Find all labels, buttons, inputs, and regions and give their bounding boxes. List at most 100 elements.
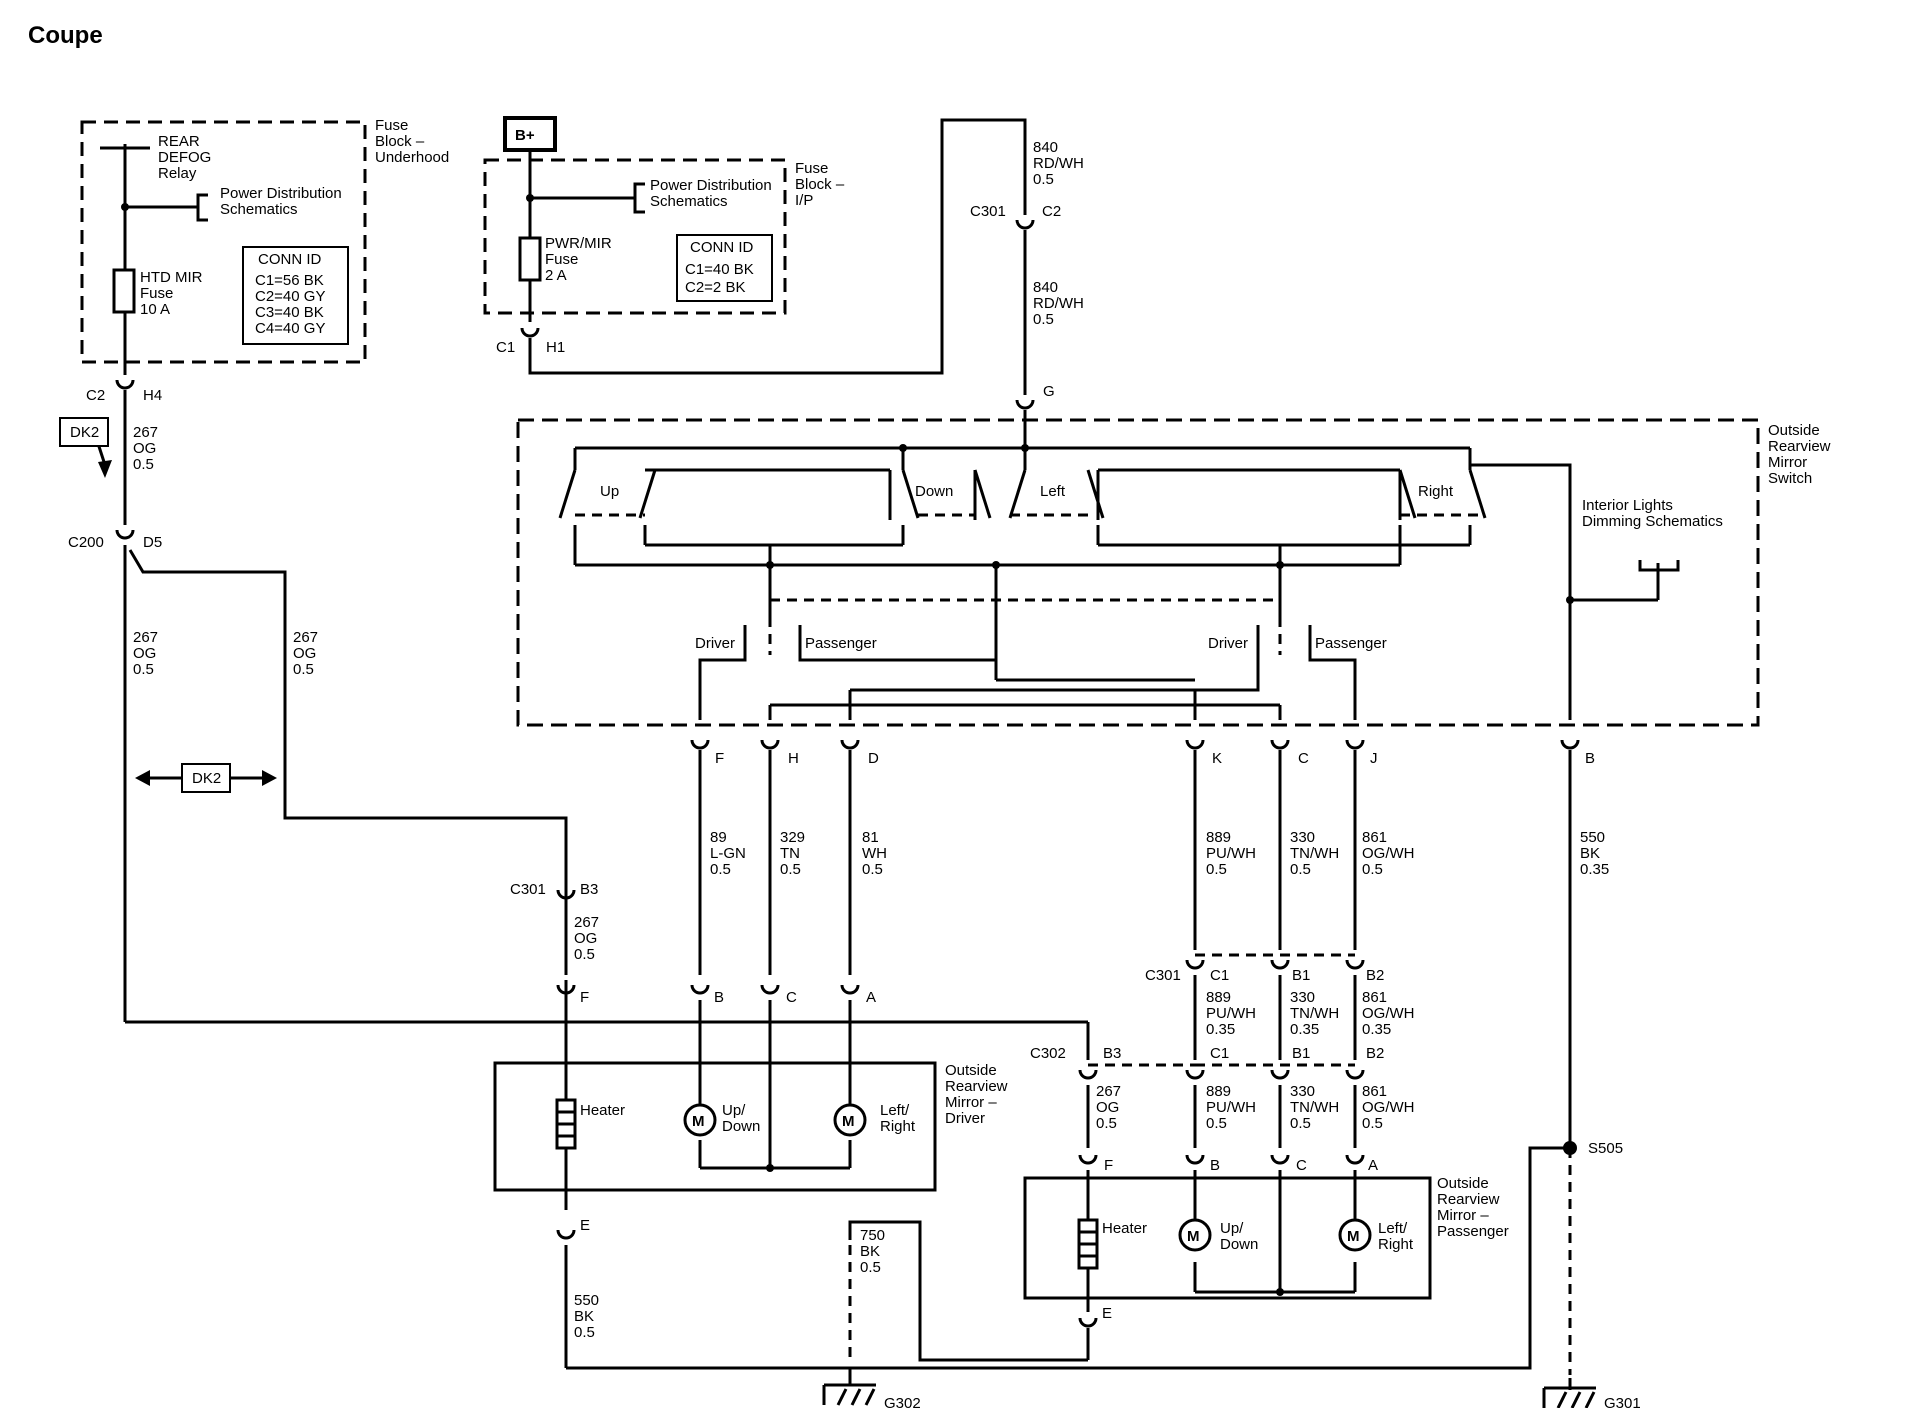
wire-label: 0.5 — [1033, 311, 1054, 328]
dimming-schematics-label: Dimming Schematics — [1582, 513, 1723, 530]
wire-label: 0.35 — [1362, 1021, 1391, 1038]
wire-label: 550 — [574, 1292, 599, 1309]
fuse-label: 10 A — [140, 301, 170, 318]
page-title: Coupe — [28, 22, 103, 49]
conn-id-row: C2=40 GY — [255, 288, 325, 305]
conn-id-title: CONN ID — [690, 239, 754, 256]
conn-id-row: C2=2 BK — [685, 279, 745, 296]
switch-name: Rearview — [1768, 438, 1831, 455]
connector-label: C2 — [86, 387, 105, 404]
connector-label: C2 — [1042, 203, 1061, 220]
conn-id-row: C1=40 BK — [685, 261, 754, 278]
relay-label: DEFOG — [158, 149, 211, 166]
mirror-driver-name: Driver — [945, 1110, 985, 1127]
connector-label: C301 — [510, 881, 546, 898]
fuse-block-ip-name: Block – — [795, 176, 845, 193]
heater-icon — [555, 1098, 1099, 1270]
wire-label: RD/WH — [1033, 155, 1084, 172]
pin-label: C — [786, 989, 797, 1006]
fuse-block-underhood-box — [80, 120, 367, 364]
wire-label: 750 — [860, 1227, 885, 1244]
wire-label: PU/WH — [1206, 1005, 1256, 1022]
wire-label: TN/WH — [1290, 845, 1339, 862]
svg-text:Fuse: Fuse — [375, 117, 408, 134]
wire-label: 0.5 — [862, 861, 883, 878]
wire-label: 0.5 — [1290, 1115, 1311, 1132]
mirror-passenger-name: Passenger — [1437, 1223, 1509, 1240]
connector-label: C302 — [1030, 1045, 1066, 1062]
wire-label: 0.5 — [133, 661, 154, 678]
connector-label: H1 — [546, 339, 565, 356]
conn-id-box-underhood — [242, 246, 349, 345]
switch-passenger-label: Passenger — [1315, 635, 1387, 652]
pin-label: C1 — [1210, 1045, 1229, 1062]
wire-label: 0.5 — [780, 861, 801, 878]
conn-id-row: C1=56 BK — [255, 272, 324, 289]
pin-label: A — [866, 989, 876, 1006]
switch-driver-label: Driver — [695, 635, 735, 652]
mirror-passenger-box — [1023, 1176, 1432, 1300]
motor-label: Down — [722, 1118, 760, 1135]
pin-label: C — [1296, 1157, 1307, 1174]
wire-label: OG/WH — [1362, 1005, 1415, 1022]
fuse-block-ip-name: I/P — [795, 192, 813, 209]
wire-label: 0.5 — [860, 1259, 881, 1276]
connector-label: D5 — [143, 534, 162, 551]
fuse-icon — [112, 236, 542, 314]
wire-label: 267 — [133, 424, 158, 441]
wire-label: 330 — [1290, 989, 1315, 1006]
wire-label: 0.5 — [1206, 1115, 1227, 1132]
connector-label: H4 — [143, 387, 162, 404]
fuse-label: 2 A — [545, 267, 567, 284]
wire-label: L-GN — [710, 845, 746, 862]
wire-label: 81 — [862, 829, 879, 846]
wire-label: 861 — [1362, 829, 1387, 846]
power-distribution-label: Schematics — [220, 201, 298, 218]
wire-label: OG — [293, 645, 316, 662]
pin-label: B2 — [1366, 1045, 1384, 1062]
fuse-block-ip-name: Fuse — [795, 160, 828, 177]
connector-labels: C2 H4 C200 D5 C1 H1 C301 C2 G F H D K C … — [68, 203, 1641, 1408]
pin-label: C — [1298, 750, 1309, 767]
wire-label: 889 — [1206, 1083, 1231, 1100]
pin-label: F — [580, 989, 589, 1006]
mirror-driver-box — [493, 1061, 937, 1192]
wire-label: OG — [133, 440, 156, 457]
relay-label: Relay — [158, 165, 197, 182]
pin-label: J — [1370, 750, 1378, 767]
wire-label: 0.5 — [1362, 861, 1383, 878]
mirror-switch-box — [516, 418, 1760, 727]
wire-label: 0.5 — [574, 1324, 595, 1341]
power-distribution-label: Schematics — [650, 193, 728, 210]
wire-label: 840 — [1033, 279, 1058, 296]
wire-label: 0.35 — [1290, 1021, 1319, 1038]
pin-label: F — [715, 750, 724, 767]
pin-label: K — [1212, 750, 1222, 767]
power-distribution-label: Power Distribution — [220, 185, 342, 202]
dk2-badge[interactable] — [181, 763, 231, 793]
wire-label: 861 — [1362, 989, 1387, 1006]
wire-label: BK — [860, 1243, 880, 1260]
dk2-badge[interactable] — [59, 417, 109, 447]
conn-id-title: CONN ID — [258, 251, 322, 268]
fuse-label: PWR/MIR — [545, 235, 612, 252]
wire-label: 0.5 — [1033, 171, 1054, 188]
pin-label: C1 — [1210, 967, 1229, 984]
fuse-block-underhood-name: Fuse — [375, 117, 408, 134]
wire-label: 329 — [780, 829, 805, 846]
svg-text:Block –: Block – — [375, 133, 425, 150]
wire-label: 267 — [574, 914, 599, 931]
dimming-schematics-label: Interior Lights — [1582, 497, 1673, 514]
wire-label: OG — [574, 930, 597, 947]
dk2-badge-text: DK2 — [70, 424, 99, 441]
wire-label: OG — [133, 645, 156, 662]
wire-label: OG/WH — [1362, 1099, 1415, 1116]
wire-label: 267 — [1096, 1083, 1121, 1100]
motor-letter: M — [1187, 1228, 1200, 1245]
switch-right-label: Right — [1418, 483, 1454, 500]
svg-text:Underhood: Underhood — [375, 149, 449, 166]
pin-label: B — [714, 989, 724, 1006]
wire-label: PU/WH — [1206, 1099, 1256, 1116]
wire-label: BK — [574, 1308, 594, 1325]
